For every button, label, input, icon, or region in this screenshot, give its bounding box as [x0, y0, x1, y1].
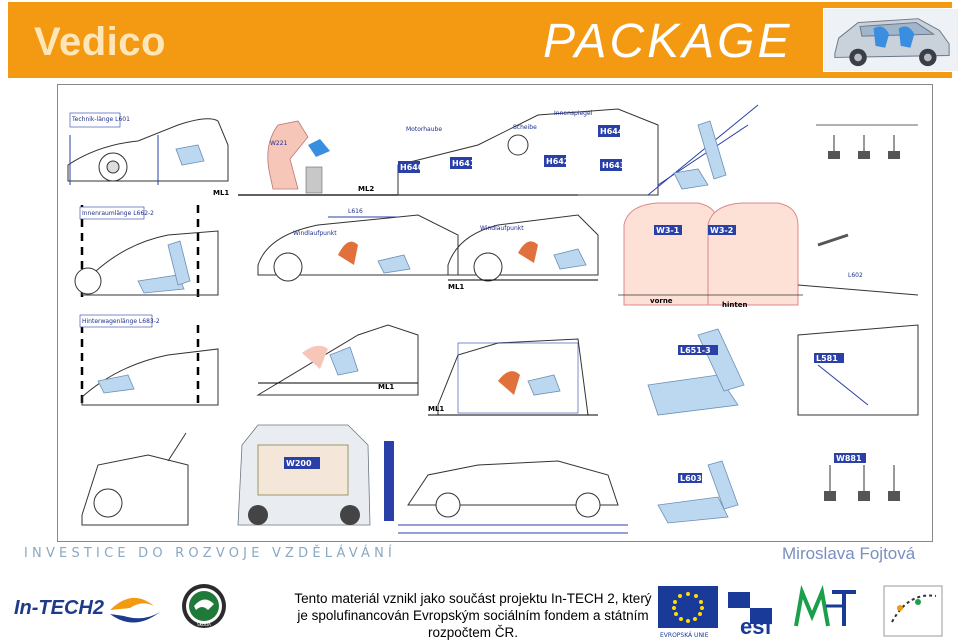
package-diagram: .car { fill: none; stroke: #333; stroke-…: [57, 84, 933, 542]
panel-leg-pedal: W221: [267, 120, 330, 194]
panel-front-rear-view: W3-1 W3-2 vorne hinten: [618, 202, 803, 309]
author-name: Miroslava Fojtová: [782, 544, 916, 563]
brand-name: Vedico: [34, 20, 166, 64]
panel-windlauf-1: Windlaufpunkt L616: [257, 208, 459, 282]
label-innenspiegel: Innenspiegel: [554, 110, 593, 117]
intech-logo-text: In-TECH2: [14, 597, 104, 619]
intech-logo-icon: In-TECH2: [14, 597, 160, 623]
label-windlauf-2: Windlaufpunkt: [480, 225, 524, 232]
funding-line-2: je spolufinancován Evropským sociálním f…: [297, 608, 649, 623]
op-logo-icon: [883, 585, 943, 637]
eu-label: EVROPSKÁ UNIE: [660, 632, 709, 639]
label-w881: W881: [836, 454, 862, 463]
esf-logo-icon: esf: [724, 586, 788, 639]
label-h644: H644: [600, 127, 624, 136]
page-title: PACKAGE: [543, 15, 793, 68]
panel-pedals-top: [816, 124, 918, 159]
label-w3-1: W3-1: [656, 226, 680, 235]
panel-pedals-lower: L581: [797, 324, 919, 416]
label-l651-3: L651-3: [680, 346, 711, 355]
package-diagram-svg: .car { fill: none; stroke: #333; stroke-…: [67, 104, 919, 534]
panel-technik-length: Technik-länge L601: [67, 112, 229, 185]
skoda-logo-icon: ŠKODA: [182, 584, 226, 628]
label-h640: H640: [400, 163, 424, 172]
panel-seat-geometry: [647, 104, 759, 196]
label-ml1-mid: ML1: [448, 283, 464, 291]
funding-line-3: rozpočtem ČR.: [427, 625, 519, 640]
label-l603: L603: [680, 474, 702, 483]
funding-text: Tento materiál vznikl jako součást proje…: [248, 590, 698, 641]
label-interior-length: Innenraumlänge L662-2: [82, 210, 154, 217]
panel-rear-view-w200: W200: [237, 424, 371, 526]
label-w221: W221: [270, 140, 288, 147]
investice-banner: INVESTICE DO ROZVOJE VZDĚLÁVÁNÍ: [24, 546, 397, 561]
label-h642: H642: [546, 157, 569, 166]
funding-line-1: Tento materiál vznikl jako součást proje…: [294, 591, 652, 606]
panel-seated-person: ML1: [256, 324, 419, 396]
panel-full-side: [384, 441, 628, 534]
label-h643: H643: [602, 161, 625, 170]
car-thumbnail-icon: [823, 8, 959, 72]
label-h641: H641: [452, 159, 476, 168]
panel-center-section: ML1: [428, 338, 598, 416]
eu-logos-strip: EVROPSKÁ UNIE esf: [658, 584, 943, 639]
label-technik: Technik-länge L601: [71, 116, 130, 123]
panel-windlauf-2: Windlaufpunkt ML1: [447, 214, 599, 291]
label-ml1-lower: ML1: [378, 383, 394, 391]
panel-seat-l651: L651-3: [647, 328, 745, 416]
label-hinten: hinten: [722, 301, 747, 309]
panel-seat-l603: L603: [657, 460, 739, 524]
panel-steering-column: L602: [797, 233, 919, 296]
label-ml1-center: ML1: [428, 405, 444, 413]
label-l581: L581: [816, 354, 838, 363]
label-w3-2: W3-2: [710, 226, 733, 235]
label-w200: W200: [286, 459, 312, 468]
label-scheibe: Scheibe: [513, 124, 537, 131]
label-ml1-top: ML1: [213, 189, 229, 197]
panel-dashboard: H640 H641 H642 H643 H644 Motorhaube Sche…: [397, 108, 659, 196]
label-ml2: ML2: [358, 185, 374, 193]
label-windlauf-1: Windlaufpunkt: [293, 230, 337, 237]
panel-rear-interior: Hinterwagenlänge L683-2: [79, 314, 219, 406]
label-l616: L616: [348, 208, 363, 215]
header-banner: Vedico PACKAGE: [8, 2, 959, 78]
label-l602: L602: [848, 272, 863, 279]
panel-interior-length: Innenraumlänge L662-2: [74, 206, 219, 296]
label-rear-interior: Hinterwagenlänge L683-2: [82, 318, 160, 325]
eu-flag-icon: EVROPSKÁ UNIE: [658, 586, 718, 639]
skoda-logo-text: ŠKODA: [197, 622, 211, 627]
label-motorhaube: Motorhaube: [406, 126, 442, 133]
panel-pedals-w881: W881: [824, 453, 900, 501]
label-vorne: vorne: [650, 297, 673, 305]
msmt-logo-icon: [794, 584, 856, 627]
svg-text:esf: esf: [740, 614, 772, 639]
panel-trunk-open: [81, 432, 189, 526]
